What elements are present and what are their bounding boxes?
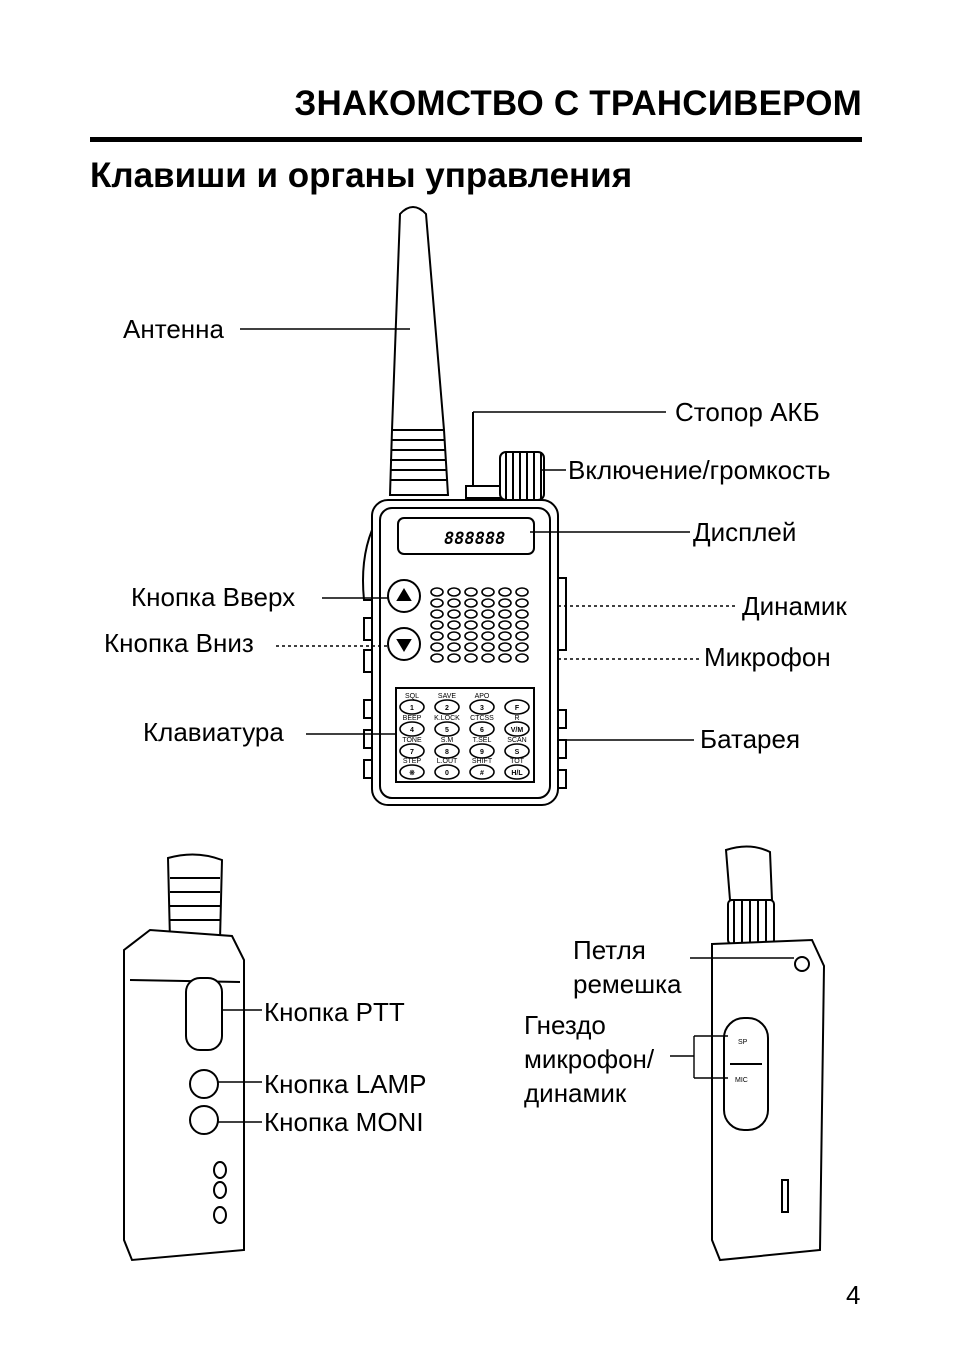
label-battery-latch: Стопор АКБ — [675, 397, 820, 427]
label-antenna: Антенна — [123, 314, 224, 344]
label-battery: Батарея — [700, 724, 801, 754]
keypad-key-label: 4 — [410, 727, 414, 734]
label-mic-jack-line3: динамик — [524, 1078, 627, 1108]
label-strap-loop-line1: Петля — [573, 935, 646, 965]
display-digits: 888888 — [444, 529, 505, 549]
keypad-key-function-label: SCAN — [507, 737, 526, 744]
keypad-key-label: 2 — [445, 705, 449, 712]
label-power-volume: Включение/громкость — [568, 455, 831, 485]
keypad-key-label: 0 — [445, 770, 449, 777]
sp-jack-label: SP — [738, 1039, 748, 1046]
label-speaker: Динамик — [742, 591, 847, 621]
section-title: Клавиши и органы управления — [90, 156, 633, 195]
keypad-key-function-label: TONE — [402, 737, 422, 744]
keypad-key-label: V/M — [511, 727, 524, 734]
keypad-key-function-label: STEP — [403, 758, 422, 765]
keypad-key-function-label: SAVE — [438, 693, 456, 700]
keypad-key-function-label: SQL — [405, 693, 419, 700]
label-strap-loop-line2: ремешка — [573, 969, 682, 999]
mic-speaker-jack — [724, 1018, 768, 1130]
right-side-view — [670, 846, 824, 1260]
chapter-title: ЗНАКОМСТВО С ТРАНСИВЕРОМ — [294, 84, 862, 123]
keypad-key-function-label: K.LOCK — [434, 715, 460, 722]
label-ptt-button: Кнопка PTT — [264, 997, 405, 1027]
label-down-button: Кнопка Вниз — [104, 628, 254, 658]
speaker-grill — [431, 588, 528, 662]
page-number: 4 — [846, 1280, 861, 1310]
keypad-key-label: F — [515, 705, 520, 712]
keypad-keys — [400, 700, 529, 779]
display — [398, 518, 534, 554]
keypad-key-label: H/L — [511, 770, 523, 777]
keypad-key-label: 6 — [480, 727, 484, 734]
label-moni-button: Кнопка MONI — [264, 1107, 424, 1137]
label-mic-jack-line1: Гнездо — [524, 1010, 606, 1040]
keypad-key-label: # — [480, 770, 484, 777]
keypad-text: SQL 1 SAVE 2 APO 3 F BEEP 4 K.LOCK 5 CTCSS 6 R V/M TONE… — [402, 693, 526, 777]
strap-loop — [795, 957, 809, 971]
keypad-key-function-label: L.OUT — [437, 758, 458, 765]
label-mic-jack-line2: микрофон/ — [524, 1044, 655, 1074]
antenna — [390, 207, 448, 495]
label-microphone: Микрофон — [704, 642, 831, 672]
keypad-key-function-label: TOT — [510, 758, 525, 765]
keypad-key-function-label: SHIFT — [472, 758, 493, 765]
battery-latch — [466, 486, 504, 498]
lamp-button — [190, 1070, 218, 1098]
front-view — [240, 207, 736, 805]
keypad-key-label: 1 — [410, 705, 414, 712]
label-keypad: Клавиатура — [143, 717, 284, 747]
keypad-key-label: 9 — [480, 749, 484, 756]
keypad-key-function-label: R — [514, 715, 519, 722]
header-rule — [90, 137, 862, 142]
keypad-key-label: ※ — [409, 769, 415, 777]
keypad-key-label: 8 — [445, 749, 449, 756]
keypad-key-function-label: S.M — [441, 737, 454, 744]
keypad-key-function-label: BEEP — [403, 715, 422, 722]
label-lamp-button: Кнопка LAMP — [264, 1069, 427, 1099]
keypad-key-function-label: CTCSS — [470, 715, 494, 722]
label-up-button: Кнопка Вверх — [131, 582, 296, 612]
mic-jack-label: MIC — [735, 1077, 748, 1084]
moni-button — [190, 1106, 218, 1134]
left-side-view — [124, 854, 262, 1260]
keypad-key-label: 3 — [480, 705, 484, 712]
label-display: Дисплей — [693, 517, 797, 547]
keypad-key-function-label: T.SEL — [473, 737, 492, 744]
keypad-key-function-label: APO — [475, 693, 490, 700]
keypad-key-label: 7 — [410, 749, 414, 756]
ptt-button — [186, 978, 222, 1050]
keypad-key-label: 5 — [445, 727, 449, 734]
keypad-key-label: S — [515, 749, 520, 756]
